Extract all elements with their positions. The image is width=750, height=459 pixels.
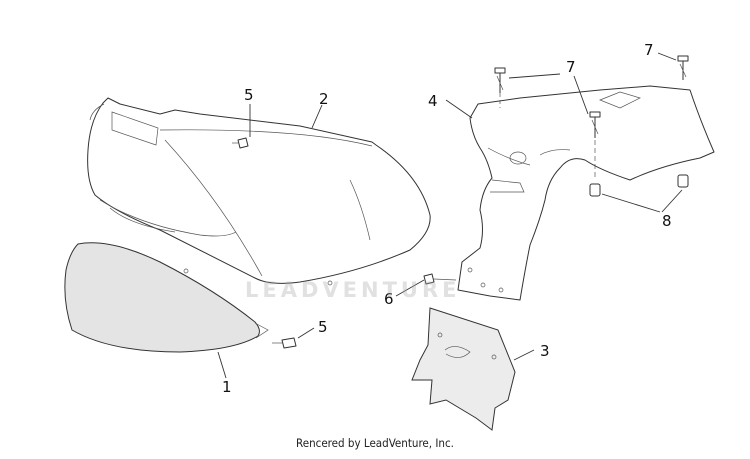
watermark: LEADVENTURE [245, 278, 461, 302]
callout-1: 1 [222, 378, 232, 396]
part-7-bolt-right[interactable] [677, 55, 689, 80]
callout-4: 4 [428, 92, 438, 110]
part-6-screw[interactable] [423, 273, 457, 285]
part-5-screw-lower[interactable] [272, 337, 297, 349]
part-2-side-cover[interactable] [87, 97, 431, 286]
part-8-spacer-right[interactable] [677, 174, 689, 188]
leader-lines [217, 52, 683, 379]
callout-8: 8 [662, 212, 672, 230]
callout-5-lower: 5 [318, 318, 328, 336]
part-7-bolt-left[interactable] [494, 67, 506, 108]
part-7-bolt-middle[interactable] [589, 111, 601, 180]
callout-6: 6 [384, 290, 394, 308]
callout-2: 2 [319, 90, 329, 108]
callout-3: 3 [540, 342, 550, 360]
part-4-frame-bracket[interactable] [457, 85, 715, 301]
credit-text: Rencered by LeadVenture, Inc. [296, 436, 454, 450]
part-8-spacer-left[interactable] [589, 183, 601, 197]
part-5-screw-upper[interactable] [232, 137, 249, 149]
callout-7-left: 7 [566, 58, 576, 76]
part-1-lens-panel[interactable] [64, 242, 269, 353]
callout-7-right: 7 [644, 41, 654, 59]
part-3-heat-shield[interactable] [411, 307, 516, 431]
callout-5-upper: 5 [244, 86, 254, 104]
